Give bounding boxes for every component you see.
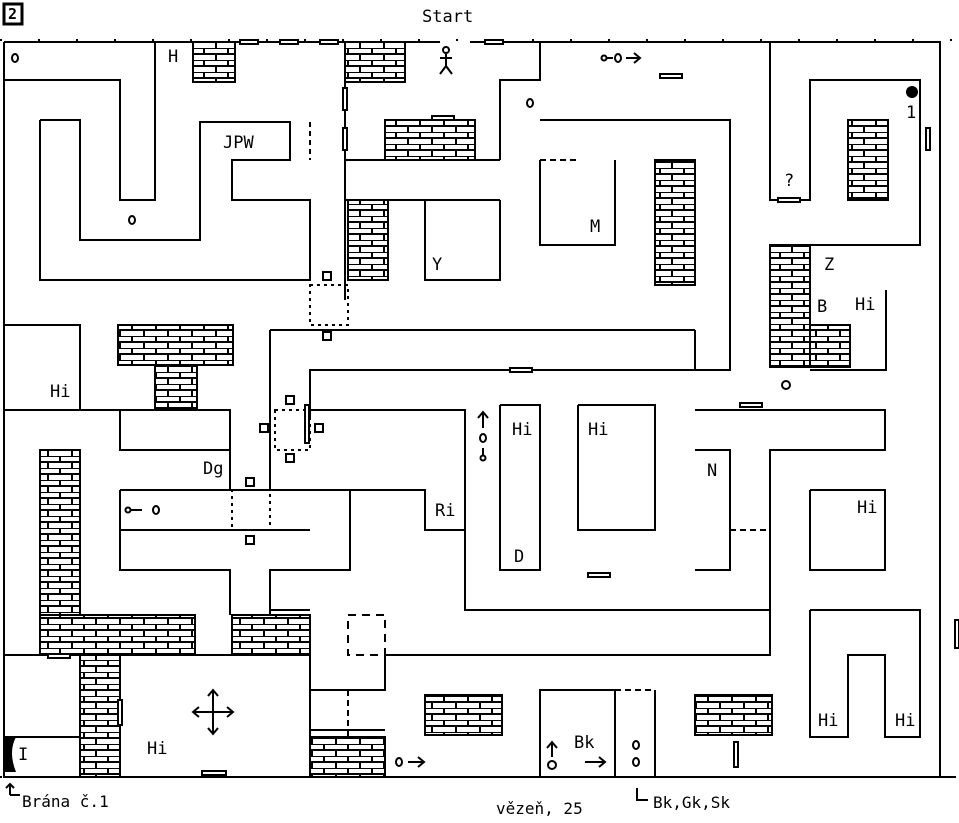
door-ticks	[4, 119, 885, 738]
room-label-y: Y	[432, 255, 443, 275]
level-badge	[2, 2, 24, 26]
room-label-hi-left: Hi	[50, 382, 71, 402]
room-label-hi-br1: Hi	[818, 711, 839, 731]
gate-caption: Brána č.1	[22, 792, 109, 811]
room-label-ri: Ri	[435, 501, 456, 521]
room-label-hi-bl: Hi	[147, 739, 168, 759]
start-label: Start	[422, 7, 474, 27]
room-label-jpw: JPW	[223, 133, 254, 153]
border-dots	[0, 39, 959, 778]
coin-icons	[11, 53, 791, 770]
room-label-one: 1	[906, 103, 917, 123]
gate-marker-icon	[4, 737, 16, 772]
room-label-d: D	[514, 547, 525, 567]
room-label-hi-center2: Hi	[588, 420, 609, 440]
room-label-question: ?	[784, 171, 795, 191]
room-label-dg: Dg	[203, 459, 224, 479]
keys-caption: Bk,Gk,Sk	[653, 793, 731, 812]
room-label-hi-b: Hi	[855, 295, 876, 315]
room-label-bk: Bk	[574, 733, 595, 753]
room-label-i: I	[18, 745, 29, 765]
direction-arrows	[5, 52, 648, 801]
level-number: 2	[8, 5, 18, 23]
room-label-b: B	[817, 297, 828, 317]
room-label-n: N	[707, 461, 718, 481]
room-label-hi-br2: Hi	[895, 711, 916, 731]
room-label-m: M	[590, 217, 601, 237]
key-dot-icon	[906, 86, 918, 98]
wall-doors	[47, 39, 959, 776]
room-label-hi-center1: Hi	[512, 420, 533, 440]
prisoner-caption: vězeň, 25	[496, 799, 583, 818]
room-label-hi-right-mid: Hi	[857, 498, 878, 518]
brick-walls	[39, 41, 889, 778]
room-label-z: Z	[824, 255, 835, 275]
key-icons	[124, 54, 613, 514]
player-start-icon	[439, 46, 453, 75]
room-label-h: H	[168, 47, 179, 67]
door-boxes	[245, 271, 332, 545]
